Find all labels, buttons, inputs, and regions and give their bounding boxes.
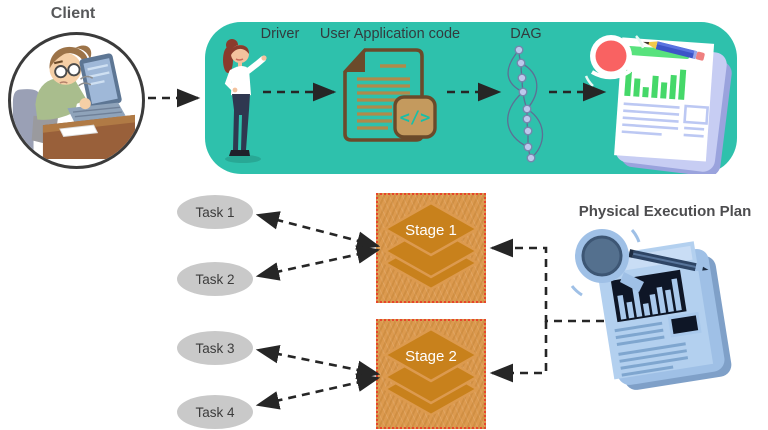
- physical-execution-plan-label: Physical Execution Plan: [578, 203, 752, 220]
- user-application-code-label: User Application code: [319, 26, 461, 42]
- arrow-stage2-task4: [255, 373, 381, 410]
- coffee-cup-icon: [584, 35, 645, 87]
- arrow-stage1-task2: [255, 245, 381, 281]
- dag-label: DAG: [510, 26, 542, 42]
- stage-layers-icon: [382, 201, 480, 291]
- dag-graph-icon: [507, 45, 544, 163]
- report-bar-chart-icon: [624, 69, 687, 100]
- code-badge-icon: [393, 95, 437, 139]
- code-glyph: </>: [400, 108, 431, 128]
- pencil-icon: [643, 41, 705, 61]
- client-avatar: [8, 32, 145, 169]
- driver-label: Driver: [260, 26, 300, 42]
- task-4-ellipse: Task 4: [177, 395, 253, 429]
- task-3-ellipse: Task 3: [177, 331, 253, 365]
- stage-2-box: Stage 2: [376, 319, 486, 429]
- client-person-icon: [12, 45, 135, 159]
- stage-1-box: Stage 1: [376, 193, 486, 303]
- stage-2-label: Stage 2: [405, 348, 457, 365]
- report-icon: [584, 35, 732, 174]
- arrow-stage2-task3: [255, 344, 381, 380]
- plan-bar-chart-icon: [617, 278, 682, 320]
- client-label: Client: [50, 5, 96, 22]
- task-1-ellipse: Task 1: [177, 195, 253, 229]
- code-document-icon: </>: [343, 48, 437, 142]
- task-2-ellipse: Task 2: [177, 262, 253, 296]
- arrow-plan-to-stage2: [489, 321, 548, 383]
- stage-1-label: Stage 1: [405, 222, 457, 239]
- stage-layers-icon: [382, 327, 480, 417]
- execution-plan-document-icon: [570, 229, 732, 390]
- driver-figure-icon: [223, 39, 267, 163]
- arrow-stage1-task1: [255, 211, 381, 250]
- plan-pencil-icon: [628, 249, 709, 272]
